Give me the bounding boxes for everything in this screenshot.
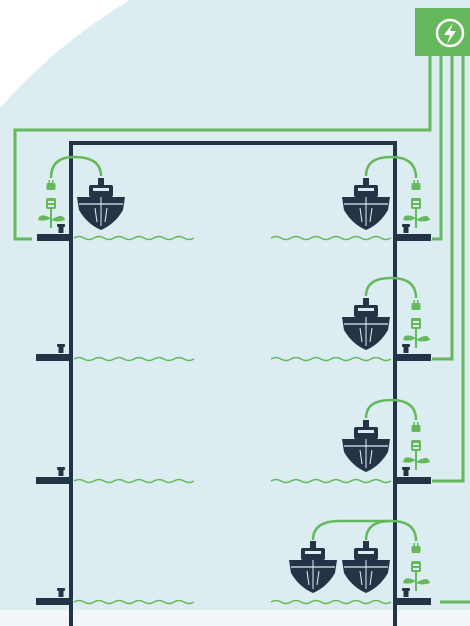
platform-right-4 [395,598,431,605]
platform-left-4 [36,598,71,605]
platform-right-1 [395,234,431,241]
platform-right-3 [395,477,431,484]
power-source [415,8,470,56]
platform-left-1 [37,234,71,241]
platform-left-2 [36,354,71,361]
platform-left-3 [36,477,71,484]
platform-right-2 [395,354,431,361]
